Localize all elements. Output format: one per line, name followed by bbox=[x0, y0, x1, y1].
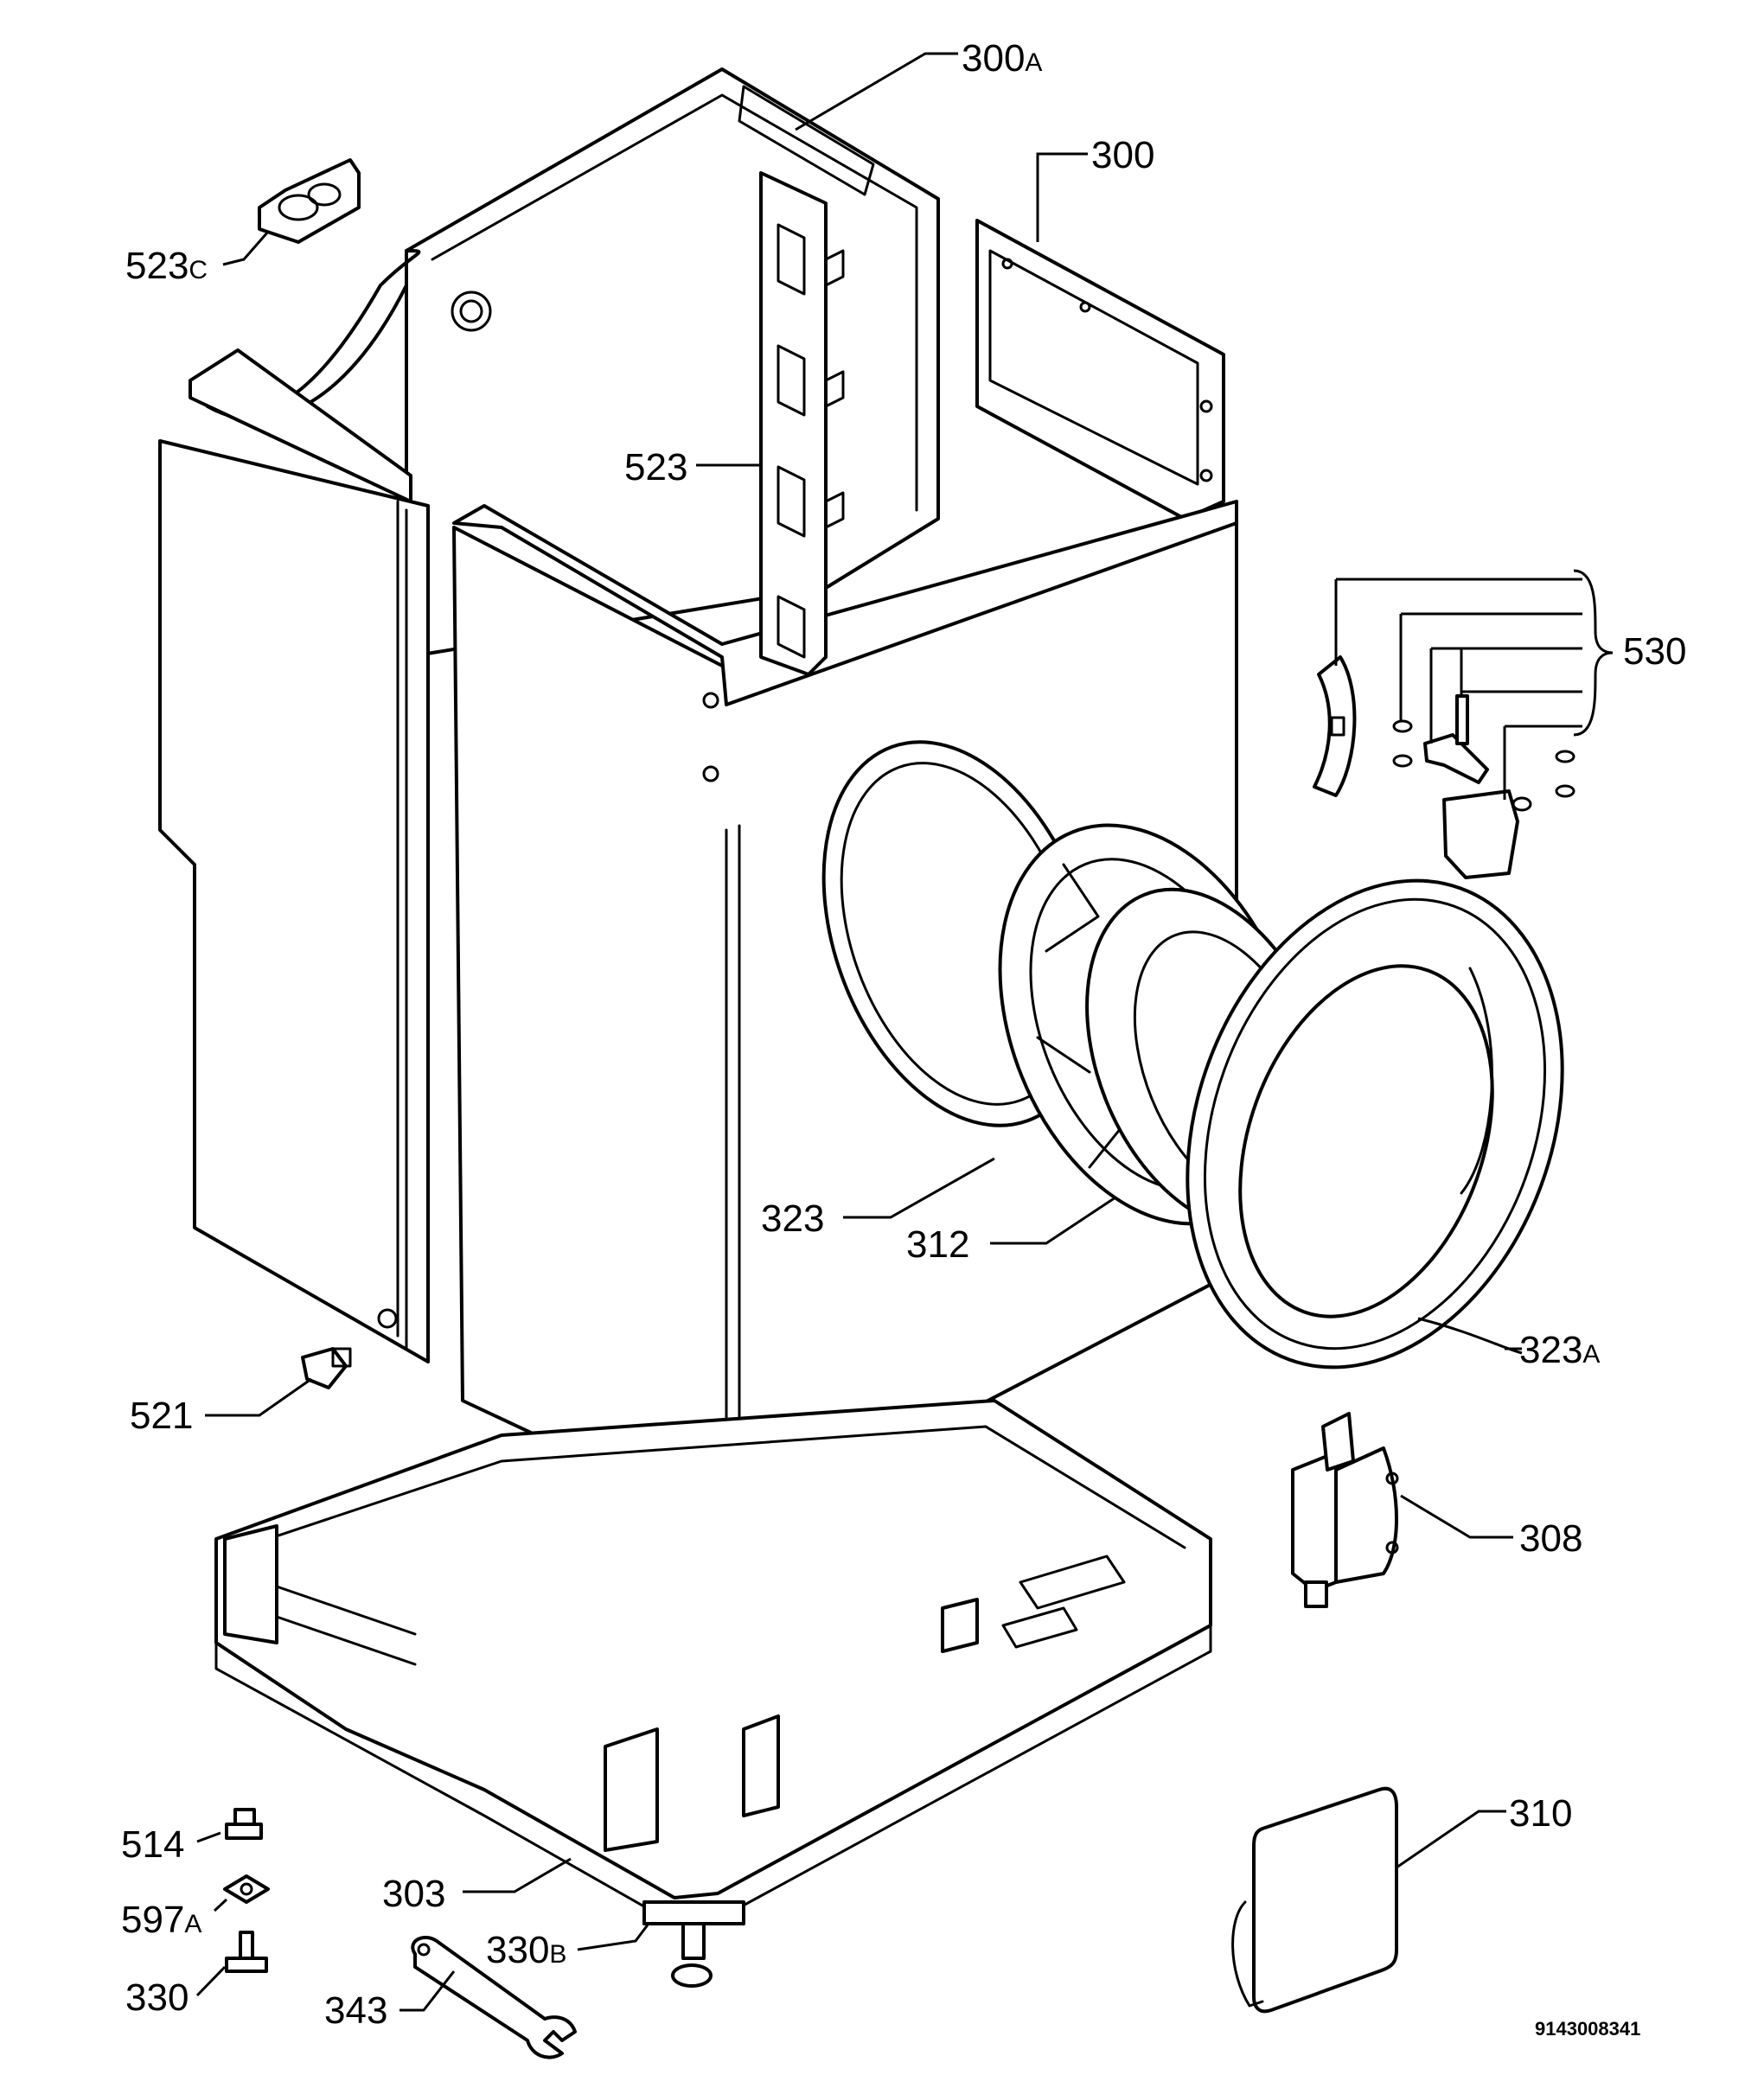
document-number: 9143008341 bbox=[1535, 2018, 1640, 2040]
hinge-kit-530 bbox=[1313, 655, 1575, 879]
callout-308: 308 bbox=[1519, 1517, 1582, 1560]
callout-514: 514 bbox=[121, 1823, 184, 1866]
callout-343: 343 bbox=[324, 1989, 387, 2032]
rail-523 bbox=[759, 171, 845, 676]
callout-323: 323 bbox=[761, 1197, 824, 1240]
left-side-panel bbox=[158, 348, 430, 1363]
leader-lines bbox=[195, 52, 1614, 2012]
callout-303: 303 bbox=[382, 1873, 445, 1915]
callout-323a: 323A bbox=[1519, 1329, 1600, 1371]
callout-310: 310 bbox=[1509, 1792, 1572, 1835]
callout-labels: 300A 300 523C 523 530 323 312 323A 521 3… bbox=[121, 37, 1686, 2040]
flap-310 bbox=[1231, 1786, 1398, 2014]
callout-300: 300 bbox=[1091, 134, 1154, 176]
hinge-308 bbox=[1291, 1412, 1399, 1608]
callout-300a: 300A bbox=[962, 37, 1042, 80]
callout-597a: 597A bbox=[121, 1899, 201, 1941]
callout-521: 521 bbox=[130, 1395, 193, 1437]
clip-523c bbox=[258, 158, 361, 244]
front-cabinet-panel bbox=[452, 500, 1238, 1532]
callout-523c: 523C bbox=[125, 245, 208, 287]
door-323a bbox=[1186, 878, 1564, 1370]
callout-523: 523 bbox=[624, 446, 687, 488]
base-frame-303 bbox=[214, 1399, 1212, 1925]
callout-330b: 330B bbox=[486, 1929, 566, 1971]
callout-312: 312 bbox=[906, 1223, 969, 1266]
callout-330: 330 bbox=[125, 1976, 189, 2019]
hardware-parts bbox=[223, 1347, 745, 2059]
callout-530: 530 bbox=[1623, 630, 1686, 673]
